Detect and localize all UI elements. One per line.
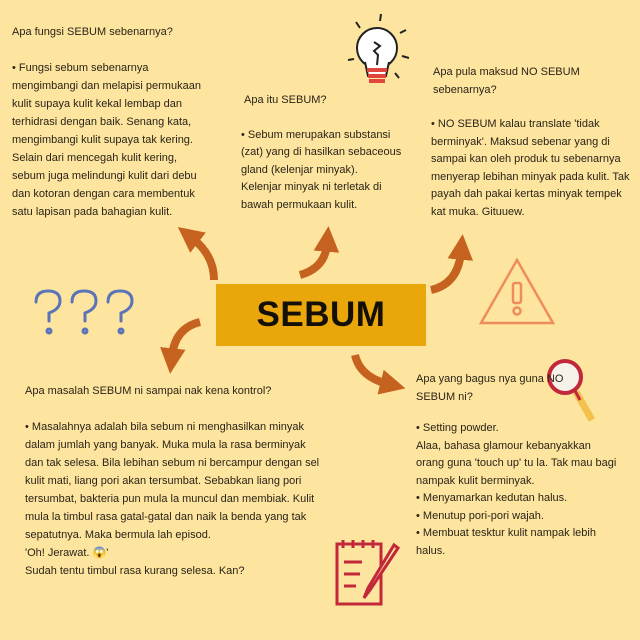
arrow-to-masalah [160, 318, 202, 374]
section-text: • Menutup pori-pori wajah. [416, 509, 544, 522]
section-text: • Sebum merupakan substansi (zat) yang d… [241, 128, 402, 176]
section-text: • Membuat tesktur kulit nampak lebih hal… [416, 527, 596, 557]
main-title: SEBUM [256, 295, 386, 334]
arrows [160, 226, 474, 395]
arrow-to-apa-itu [298, 226, 340, 279]
section-title: Apa yang bagus nya guna NO SEBUM ni? [416, 373, 564, 403]
section-apa-itu: Apa itu SEBUM? • Sebum merupakan substan… [241, 92, 411, 214]
sebum-title-banner: SEBUM [216, 284, 426, 346]
section-text: Selain dari mencegah kulit kering, sebum… [12, 152, 197, 218]
section-title: Apa pula maksud NO SEBUM sebenarnya? [433, 66, 580, 96]
section-text: Kelenjar minyak ni terletak di bawah per… [241, 181, 382, 211]
section-text: • Setting powder. [416, 422, 499, 434]
notepad-pencil-icon [335, 540, 401, 606]
magnifier-icon [547, 359, 596, 422]
lightbulb-icon [347, 13, 410, 83]
section-text: • Fungsi sebum sebenarnya mengimbangi da… [12, 62, 201, 146]
question-marks-icon [34, 289, 134, 335]
section-title: Apa itu SEBUM? [244, 94, 327, 106]
section-title: Apa masalah SEBUM ni sampai nak kena kon… [25, 385, 272, 397]
section-text: Alaa, bahasa glamour kebanyakkan orang g… [416, 439, 617, 487]
section-no-sebum: Apa pula maksud NO SEBUM sebenarnya? • N… [431, 64, 631, 221]
section-text: 'Oh! Jerawat. 😱' [25, 547, 109, 559]
arrow-to-fungsi [177, 227, 218, 281]
section-title: Apa fungsi SEBUM sebenarnya? [12, 26, 173, 38]
section-bagus: Apa yang bagus nya guna NO SEBUM ni? • S… [416, 371, 621, 560]
section-fungsi: Apa fungsi SEBUM sebenarnya? • Fungsi se… [12, 23, 212, 221]
section-text: • Menyamarkan kedutan halus. [416, 492, 568, 504]
section-text: • Masalahnya adalah bila sebum ni mengha… [25, 421, 320, 541]
warning-icon [478, 257, 556, 325]
section-text: Sudah tentu timbul rasa kurang selesa. K… [25, 565, 245, 577]
arrow-to-no-sebum [429, 234, 474, 294]
arrow-to-bagus [351, 353, 406, 395]
section-text: • NO SEBUM kalau translate 'tidak bermin… [431, 118, 630, 218]
section-masalah: Apa masalah SEBUM ni sampai nak kena kon… [25, 382, 325, 580]
